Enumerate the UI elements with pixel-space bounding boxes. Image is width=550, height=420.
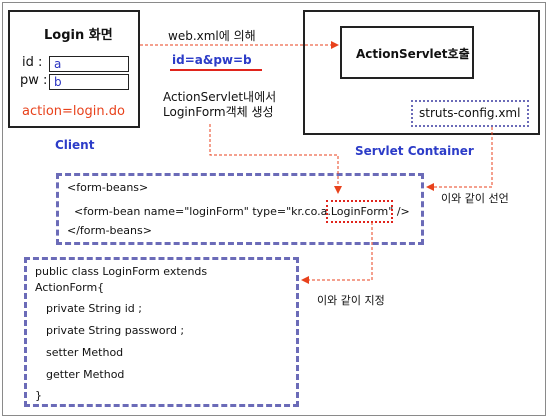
create-form-arrow [209, 124, 342, 194]
class-line-4: private String password ; [46, 324, 185, 337]
declare-arrow [426, 127, 493, 191]
class-line-7: } [35, 389, 42, 402]
client-box [8, 10, 140, 128]
servlet-container-box [303, 10, 540, 135]
pw-label: pw : [20, 73, 48, 88]
class-line-1: public class LoginForm extends [35, 265, 208, 278]
struts-config-label: struts-config.xml [419, 106, 521, 120]
request-params: id=a&pw=b [172, 53, 252, 67]
note-create-line1: ActionServlet내에서 [163, 90, 277, 104]
class-line-3: private String id ; [46, 302, 142, 315]
action-servlet-box [340, 26, 474, 79]
specify-arrow [301, 222, 373, 284]
declare-note: 이와 같이 선언 [441, 192, 509, 205]
form-bean-prefix: <form-bean name="loginForm" type="kr.co.… [74, 205, 331, 218]
via-web-xml-label: web.xml에 의해 [168, 29, 256, 43]
class-line-5: setter Method [46, 346, 124, 359]
form-beans-box [56, 173, 424, 245]
specify-note: 이와 같이 지정 [317, 294, 385, 307]
class-line-2: ActionForm{ [35, 281, 105, 294]
client-title: Login 화면 [44, 28, 113, 43]
struts-config-box [411, 100, 529, 127]
loginform-highlight: LoginForm [325, 200, 394, 223]
form-beans-close: </form-beans> [67, 224, 152, 237]
servlet-container-caption: Servlet Container [355, 144, 474, 158]
form-bean-suffix: " /> [388, 205, 410, 218]
id-field[interactable]: a [49, 56, 129, 72]
form-beans-open: <form-beans> [67, 181, 149, 194]
class-line-6: getter Method [46, 368, 125, 381]
form-bean-line: <form-bean name="loginForm" type="kr.co.… [74, 200, 410, 223]
login-form-class-box [24, 257, 299, 407]
action-servlet-label: ActionServlet호출 [356, 47, 470, 61]
pw-field[interactable]: b [49, 74, 129, 90]
action-text: action=login.do [22, 104, 125, 119]
note-create-line2: LoginForm객체 생성 [163, 105, 274, 119]
diagram-frame [2, 2, 546, 416]
id-label: id : [22, 55, 43, 70]
client-caption: Client [55, 138, 95, 152]
